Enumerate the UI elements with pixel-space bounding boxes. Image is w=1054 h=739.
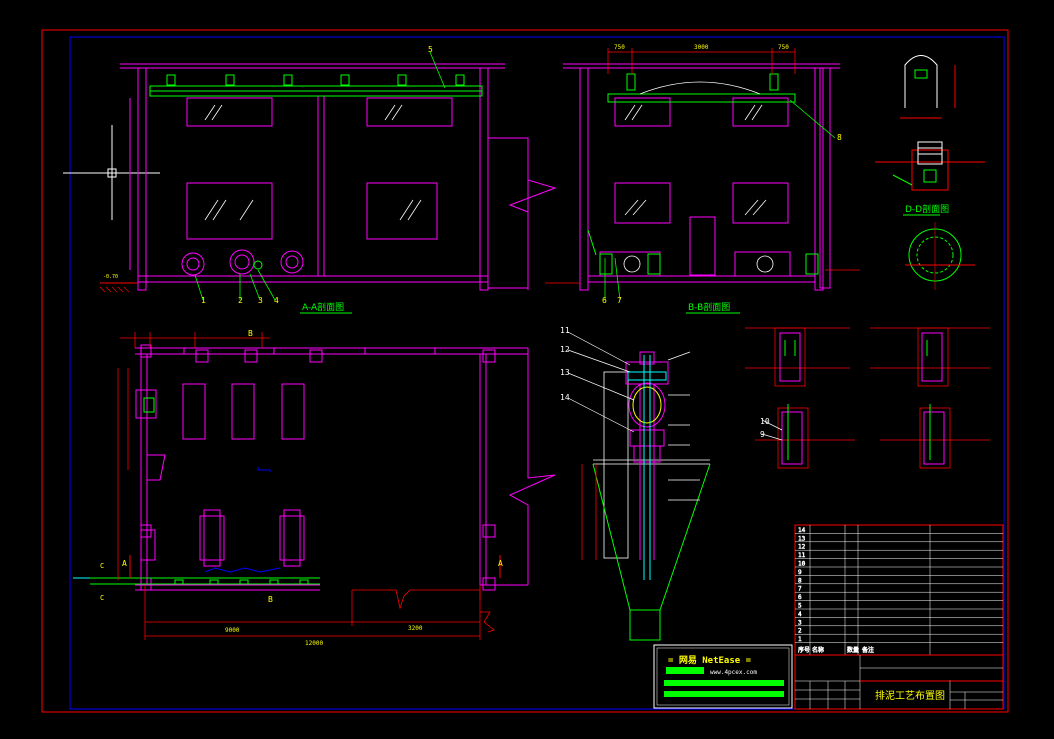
- parts-row-number: 6: [798, 594, 802, 601]
- parts-list-table: 1413 1211 1098 76 543 21 序号名称 数量备注: [794, 524, 1004, 656]
- aa-label-5: 5: [428, 45, 433, 54]
- parts-row-number: 3: [798, 619, 802, 626]
- aa-label-3: 3: [258, 296, 263, 305]
- outer-frame: [41, 29, 1009, 713]
- small-details-view: 10 9: [745, 327, 990, 469]
- bb-dim-mid: 3000: [694, 44, 709, 51]
- parts-row-number: 4: [798, 611, 802, 618]
- bb-label-8: 8: [837, 133, 842, 142]
- bb-section-title: B-B剖面图: [688, 301, 730, 313]
- plan-dim-left: 9000: [225, 627, 240, 634]
- parts-row-number: 14: [798, 527, 806, 534]
- parts-header-cell: 序号: [798, 646, 810, 654]
- parts-row-number: 13: [798, 535, 806, 542]
- parts-header-cell: 备注: [862, 646, 874, 654]
- cone-detail-view: 11 12 13 14: [560, 326, 711, 641]
- bb-dim-right: 750: [778, 44, 789, 51]
- cone-label-13: 13: [560, 368, 570, 377]
- inner-frame: [69, 36, 1005, 710]
- aa-label-4: 4: [274, 296, 279, 305]
- plan-mark-a-left: A: [122, 559, 127, 568]
- parts-row-number: 8: [798, 577, 802, 584]
- parts-row-number: 1: [798, 636, 802, 643]
- plan-view: 12000 9000 3200 A A B B C C: [73, 329, 556, 647]
- svg-text:-0.70: -0.70: [103, 274, 118, 280]
- aa-label-1: 1: [201, 296, 206, 305]
- cone-label-14: 14: [560, 393, 570, 402]
- detail-label-10: 10: [760, 417, 770, 426]
- title-block: 排泥工艺布置图: [794, 654, 1004, 710]
- parts-row-number: 9: [798, 569, 802, 576]
- parts-row-number: 12: [798, 544, 806, 551]
- plan-mark-c-bottom: C: [100, 594, 104, 602]
- dd-section-title: D-D剖面图: [905, 203, 949, 215]
- logo-line2: www.4pcex.com: [710, 669, 757, 676]
- plan-dim-right: 3200: [408, 625, 423, 632]
- parts-row-number: 5: [798, 603, 802, 610]
- plan-dim-total: 12000: [305, 640, 323, 647]
- plan-mark-a-right: A: [498, 559, 503, 568]
- parts-row-number: 10: [798, 561, 806, 568]
- plan-mark-b-bottom: B: [268, 595, 273, 604]
- bb-label-7: 7: [617, 296, 622, 305]
- cone-label-11: 11: [560, 326, 570, 335]
- aa-section-title: A-A剖面图: [302, 301, 344, 313]
- parts-header-cell: 数量: [847, 646, 859, 654]
- detail-dd-view: D-D剖面图: [875, 55, 985, 290]
- bb-dim-left: 750: [614, 44, 625, 51]
- section-aa-view: -0.70 1 2 3 4 5 A-A剖面图: [99, 45, 557, 314]
- plan-mark-b-top: B: [248, 329, 253, 338]
- netease-logo-block: = 网易 NetEase = www.4pcex.com: [653, 644, 793, 709]
- parts-row-number: 11: [798, 552, 806, 559]
- cone-label-12: 12: [560, 345, 570, 354]
- section-bb-view: 750 3000 750 6 7 8 B-B剖面图: [545, 44, 860, 314]
- parts-row-number: 2: [798, 628, 802, 635]
- bb-label-6: 6: [602, 296, 607, 305]
- logo-line1: = 网易 NetEase =: [668, 655, 752, 666]
- crosshair-cursor: [63, 125, 160, 220]
- parts-row-number: 7: [798, 586, 802, 593]
- plan-mark-c-top: C: [100, 562, 104, 570]
- drawing-title: 排泥工艺布置图: [875, 689, 945, 702]
- parts-header-cell: 名称: [812, 646, 824, 654]
- detail-label-9: 9: [760, 430, 765, 439]
- aa-label-2: 2: [238, 296, 243, 305]
